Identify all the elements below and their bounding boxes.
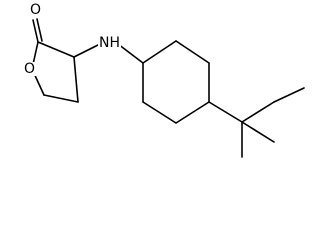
bond-c5-c4: [43, 94, 79, 103]
bond-cq-ch2: [241, 101, 275, 123]
bond-cy5-cy6: [142, 101, 177, 124]
bond-cq-me-right: [241, 121, 275, 143]
bond-cy4-cy5: [175, 101, 210, 124]
bond-cy1-cy2: [142, 40, 177, 64]
bond-cy2-cy3: [175, 40, 210, 64]
molecule-structure: O O NH: [23, 2, 305, 158]
bond-n-cy1: [117, 43, 144, 64]
bond-c3-n: [73, 43, 101, 58]
bond-ch2-ch3: [273, 87, 305, 103]
skeletal-formula: [31, 18, 305, 158]
bond-c2-o-double-b: [36, 18, 43, 42]
bond-c2-o-double-a: [32, 19, 39, 43]
amine-nh-label: NH: [98, 35, 121, 51]
ring-oxygen-label: O: [23, 61, 37, 77]
bond-cy4-cq: [208, 101, 243, 123]
bond-c3-c2: [37, 41, 75, 58]
bond-c4-c3: [73, 56, 79, 103]
carbonyl-oxygen-label: O: [29, 2, 43, 18]
